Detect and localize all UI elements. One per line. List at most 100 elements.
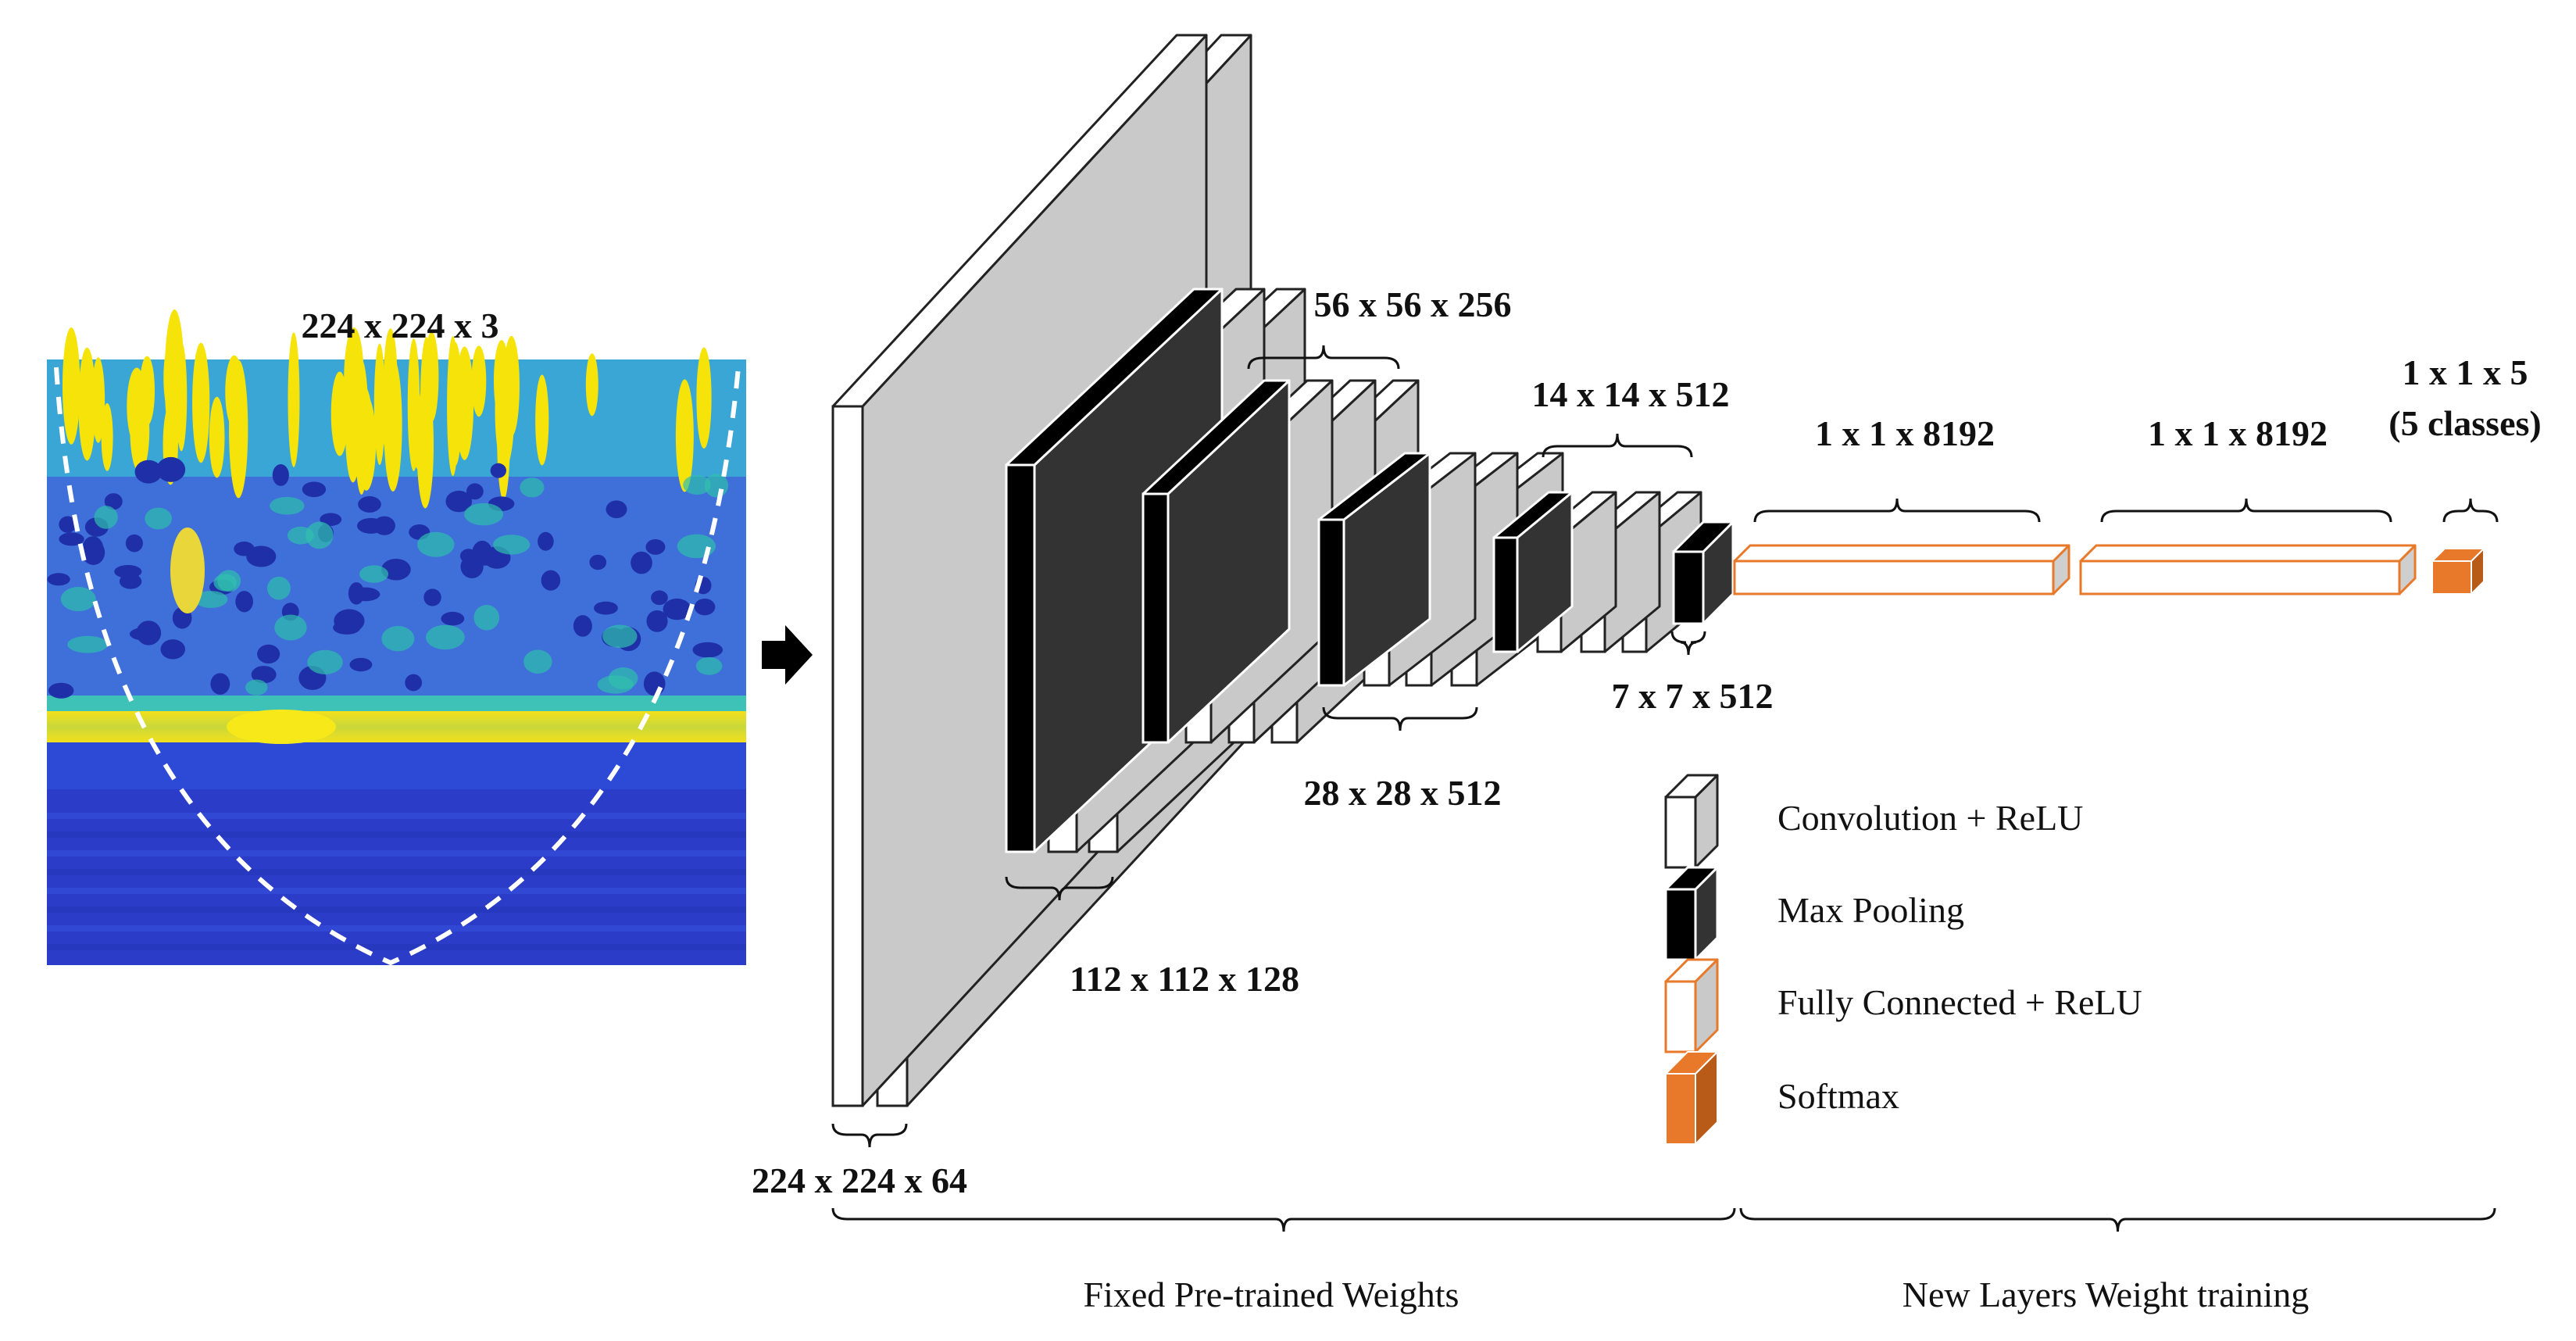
scalogram-dark-spot [643,671,666,696]
scalogram-yellow-streak [330,371,348,456]
max-pooling-icon-front [1664,888,1697,961]
conv-relu-icon-front [1664,796,1697,869]
scalogram-low-stripe [47,831,746,838]
scalogram-dark-spot [358,495,381,513]
scalogram-teal-spot [493,535,531,555]
scalogram-dark-spot [246,545,277,567]
scalogram-yellow-streak [78,347,96,461]
block2-layer-1-front [1005,463,1036,853]
scalogram-teal-spot [245,679,268,696]
scalogram-dark-spot [125,534,143,552]
scalogram-dark-spot [160,639,185,660]
fc2-brace [2100,498,2392,523]
fc2-layer-top [2079,544,2417,563]
scalogram-dark-spot [466,483,484,500]
scalogram-dark-spot [594,601,618,615]
scalogram-teal-spot [608,667,638,690]
block3-brace [1247,345,1400,370]
scalogram-teal-spot [270,496,305,515]
scalogram-yellow-streak [373,343,385,466]
scalogram-dark-spot [156,456,186,482]
scalogram-teal-spot [426,624,465,650]
output-brace [2442,498,2499,523]
scalogram-low-stripe [47,850,746,856]
scalogram-yellow-streak [91,357,105,443]
scalogram-dark-spot [692,642,723,658]
conv-relu-icon [1664,774,1719,869]
scalogram-dark-spot [606,500,627,519]
scalogram-dark-spot [136,620,162,645]
fc1-layer [1733,544,2070,595]
scalogram-low-stripe [47,888,746,894]
scalogram-teal-spot [305,521,334,549]
fc2-size-label: 1 x 1 x 8192 [2148,413,2328,453]
scalogram-dark-spot [357,517,385,534]
scalogram-teal-spot [194,591,228,609]
scalogram-dark-spot [349,657,373,672]
scalogram-dark-spot [302,481,327,498]
scalogram-teal-spot [60,587,96,612]
scalogram-dark-spot [82,536,104,561]
scalogram-dark-spot [114,564,142,579]
scalogram-dark-spot [320,513,342,526]
scalogram-teal-spot [677,534,716,559]
scalogram-dark-spot [381,558,411,581]
scalogram-teal-spot [704,474,729,498]
softmax-layer [2431,548,2485,595]
scalogram-teal-spot [464,502,503,526]
scalogram-yellow-band [47,711,746,742]
fc1-layer-front [1733,560,2055,595]
scalogram-dark-spot [694,598,716,616]
dimension-braces [831,345,2499,1232]
scalogram-yellow-streak [130,389,150,473]
block3-layer-1 [1142,379,1291,744]
scalogram-dark-spot [348,582,365,605]
scalogram-dark-spot [445,490,473,513]
fc1-layer-top [1733,544,2070,563]
scalogram-dark-spot [441,611,465,626]
scalogram-teal-spot [307,649,343,674]
scalogram-dark-spot [251,666,277,684]
scalogram-dark-spot [235,591,253,613]
scalogram-yellow-streak [416,381,434,509]
scalogram-yellow-streak [407,338,420,471]
scalogram-low-stripe [47,869,746,875]
scalogram-dark-spot [538,531,554,551]
block2-size-label: 112 x 112 x 128 [1070,959,1299,999]
scalogram-dark-spot [272,464,289,486]
scalogram-dark-spot [573,615,592,637]
fc-relu-icon [1664,958,1719,1053]
scalogram-teal-spot [417,531,455,557]
scalogram-teal-spot [523,649,552,674]
scalogram-yellow-streak [535,374,549,466]
scalogram-yellow-streak [62,327,80,445]
block5-brace [1542,433,1693,458]
scalogram-dark-spot [257,644,280,664]
scalogram-band-peak [227,710,336,744]
block1-conv-layer-1-front [831,405,864,1107]
scalogram-yellow-streak [675,379,694,492]
scalogram-yellow-streak [585,353,598,417]
scalogram-dark-spot [631,551,652,574]
block6-brace [1670,631,1706,656]
scalogram-texture [47,309,746,950]
fixed-weights-brace [831,1207,1736,1232]
block5-layer-1 [1492,491,1574,653]
scalogram-yellow-streak [356,395,377,491]
output-size-label: 1 x 1 x 5 [2403,352,2528,392]
fc1-size-label: 1 x 1 x 8192 [1815,413,1995,453]
scalogram-dark-spot [48,682,74,699]
softmax-icon [1665,1051,1718,1145]
scalogram-teal-spot [520,477,545,498]
scalogram-yellow-blob [170,527,205,613]
block4-brace [1322,706,1478,731]
scalogram-dark-spot [104,493,123,510]
block1-brace [831,1123,908,1148]
softmax-icon-front [1665,1073,1696,1145]
scalogram-yellow-streak [384,357,402,492]
scalogram-dark-spot [589,554,607,570]
scalogram-yellow-streak [696,347,712,449]
scalogram-teal-spot [359,565,389,583]
scalogram-teal-spot [145,507,172,530]
